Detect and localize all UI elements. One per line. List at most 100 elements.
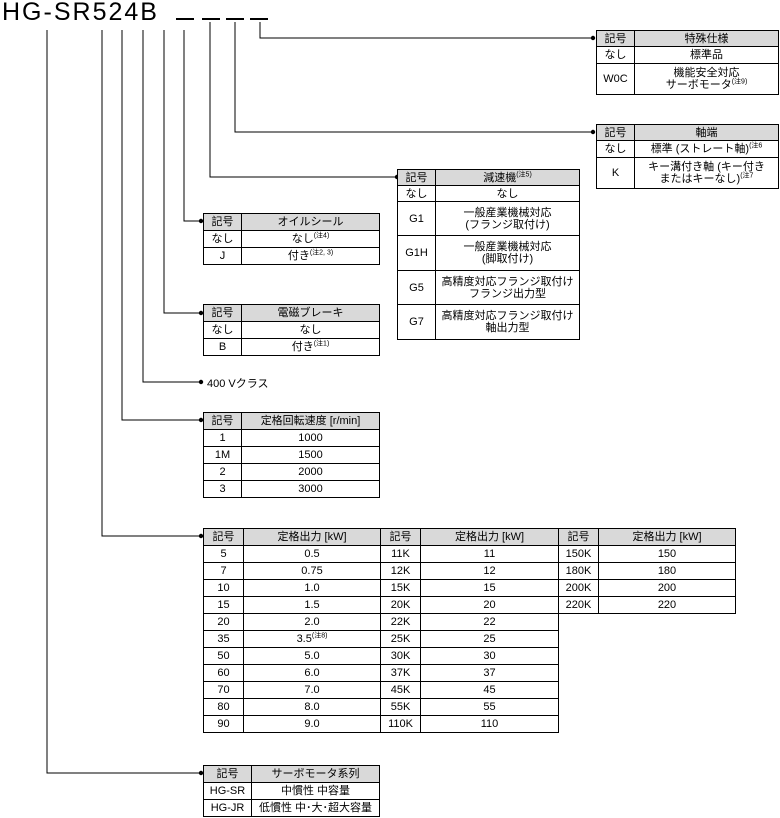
oilseal-desc-text: なし xyxy=(291,233,314,245)
speed-value: 1500 xyxy=(241,446,380,464)
series-code: HG-SR xyxy=(203,782,252,800)
output-value: 200 xyxy=(598,579,736,597)
speed-code: 1 xyxy=(203,429,242,447)
model-blank-4 xyxy=(250,18,268,20)
oilseal-code: J xyxy=(203,247,242,265)
output-code: 12K xyxy=(380,562,421,580)
shaft-desc: 標準 (ストレート軸)(注6 xyxy=(634,140,779,158)
reducer-header-text: 減速機 xyxy=(483,171,517,184)
output-value: 7.0 xyxy=(243,681,381,699)
oilseal-header-desc: オイルシール xyxy=(241,213,380,231)
output-code: 35 xyxy=(203,630,244,648)
special-spec-table: 記号 特殊仕様 なし 標準品 W0C 機能安全対応 サーボモータ(注9) xyxy=(596,30,779,95)
oilseal-desc: 付き(注2, 3) xyxy=(241,247,380,265)
output-code: 22K xyxy=(380,613,421,631)
shaft-desc-line2: またはキーなし) xyxy=(659,173,741,185)
output-code: 90 xyxy=(203,715,244,733)
reducer-desc: 一般産業機械対応(フランジ取付け) xyxy=(435,201,580,236)
spec-header-code: 記号 xyxy=(596,30,635,47)
speed-header-value: 定格回転速度 [r/min] xyxy=(241,412,380,430)
reducer-desc: 高精度対応フランジ取付けフランジ出力型 xyxy=(435,270,580,305)
output-value: 1.0 xyxy=(243,579,381,597)
model-digit-2: 2 xyxy=(108,0,125,26)
output-value: 3.5(注8) xyxy=(243,630,381,648)
model-brake-letter: B xyxy=(140,0,159,26)
output-value: 37 xyxy=(420,664,559,682)
speed-value: 2000 xyxy=(241,463,380,481)
speed-code: 2 xyxy=(203,463,242,481)
output-code: 220K xyxy=(558,596,599,614)
output-code: 50 xyxy=(203,647,244,665)
reducer-desc-line1: 高精度対応フランジ取付け xyxy=(441,310,574,322)
shaft-desc-line1: キー溝付き軸 (キー付き xyxy=(648,161,765,173)
shaft-code: なし xyxy=(596,140,635,158)
output-value: 25 xyxy=(420,630,559,648)
output-value: 20 xyxy=(420,596,559,614)
reducer-desc-line2: (脚取付け) xyxy=(481,253,534,265)
oilseal-desc-text: 付き xyxy=(287,250,310,262)
speed-code: 1M xyxy=(203,446,242,464)
model-blank-2 xyxy=(202,18,220,20)
speed-value: 3000 xyxy=(241,480,380,498)
output-value-text: 3.5 xyxy=(296,633,312,645)
speed-header-code: 記号 xyxy=(203,412,242,430)
output-code: 45K xyxy=(380,681,421,699)
series-desc: 低慣性 中･大･超大容量 xyxy=(251,799,380,817)
brake-code: なし xyxy=(203,321,242,339)
output-value: 9.0 xyxy=(243,715,381,733)
output-code: 80 xyxy=(203,698,244,716)
series-code: HG-JR xyxy=(203,799,252,817)
spec-desc: 機能安全対応 サーボモータ(注9) xyxy=(634,63,779,95)
output-value: 11 xyxy=(420,545,559,563)
reducer-desc-line2: (フランジ取付け) xyxy=(465,218,550,231)
output-header-value: 定格出力 [kW] xyxy=(598,528,736,546)
output-value: 150 xyxy=(598,545,736,563)
output-code: 200K xyxy=(558,579,599,597)
output-note: (注8) xyxy=(311,632,328,640)
output-value: 180 xyxy=(598,562,736,580)
brake-table: 記号 電磁ブレーキ なし なし B 付き(注1) xyxy=(203,304,380,356)
reducer-desc: なし xyxy=(435,185,580,202)
reducer-desc-line1: 一般産業機械対応 xyxy=(463,206,552,219)
output-header-code: 記号 xyxy=(380,528,421,546)
output-value: 110 xyxy=(420,715,559,733)
reducer-header-note: (注5) xyxy=(516,170,532,178)
output-code: 30K xyxy=(380,647,421,665)
brake-note: (注1) xyxy=(313,340,330,348)
brake-code: B xyxy=(203,338,242,356)
reducer-desc-line2: 軸出力型 xyxy=(485,322,530,334)
output-value: 22 xyxy=(420,613,559,631)
output-code: 5 xyxy=(203,545,244,563)
model-code: HG-SR524B xyxy=(2,0,159,26)
oil-seal-table: 記号 オイルシール なし なし(注4) J 付き(注2, 3) xyxy=(203,213,380,265)
output-code: 55K xyxy=(380,698,421,716)
oilseal-desc: なし(注4) xyxy=(241,230,380,248)
oilseal-code: なし xyxy=(203,230,242,248)
model-blank-3 xyxy=(226,18,244,20)
model-blank-1 xyxy=(176,18,194,20)
reducer-header-desc: 減速機(注5) xyxy=(435,169,580,186)
output-value: 55 xyxy=(420,698,559,716)
shaft-end-table: 記号 軸端 なし 標準 (ストレート軸)(注6 K キー溝付き軸 (キー付き ま… xyxy=(596,124,779,189)
spec-note: (注9) xyxy=(731,78,748,86)
output-value: 6.0 xyxy=(243,664,381,682)
voltage-class-label: 400 Vクラス xyxy=(207,378,269,390)
output-code: 7 xyxy=(203,562,244,580)
shaft-header-desc: 軸端 xyxy=(634,124,779,141)
output-code: 15K xyxy=(380,579,421,597)
shaft-desc-text: 標準 (ストレート軸) xyxy=(650,143,750,155)
output-code: 25K xyxy=(380,630,421,648)
